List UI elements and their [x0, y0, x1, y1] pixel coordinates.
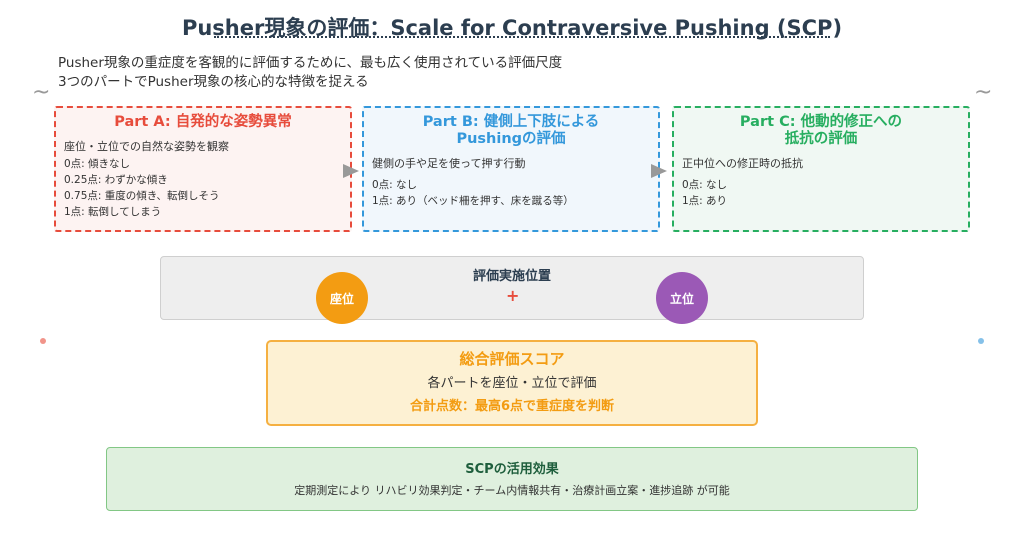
tilde-decoration-left: ~ [32, 80, 51, 105]
standing-position-badge: 立位 [656, 272, 708, 324]
title-underline [214, 36, 830, 38]
part-c-title-line-1: Part C: 他動的修正への [739, 114, 903, 130]
decorative-dot-right [978, 338, 984, 344]
tilde-decoration-right: ~ [974, 80, 993, 105]
part-b-title-line-1: Part B: 健側上下肢による [422, 114, 600, 130]
part-c-item: 0点: なし [682, 179, 728, 191]
part-a-box: Part A: 自発的な姿勢異常 座位・立位での自然な姿勢を観察 0点: 傾きな… [54, 106, 352, 232]
part-c-box: Part C: 他動的修正への 抵抗の評価 正中位への修正時の抵抗 0点: なし… [672, 106, 970, 232]
subtitle-line-1: Pusher現象の重症度を客観的に評価するために、最も広く使用されている評価尺度 [58, 55, 563, 71]
part-a-description: 座位・立位での自然な姿勢を観察 [64, 140, 229, 153]
part-c-title-line-2: 抵抗の評価 [784, 131, 858, 147]
part-b-item: 1点: あり（ベッド柵を押す、床を蹴る等） [372, 195, 574, 207]
arrow-a-to-b-icon [343, 164, 359, 178]
subtitle-line-2: 3つのパートでPusher現象の核心的な特徴を捉える [58, 74, 369, 90]
part-a-item: 1点: 転倒してしまう [64, 206, 162, 218]
sitting-position-badge: 座位 [316, 272, 368, 324]
part-b-title-line-2: Pushingの評価 [456, 131, 566, 147]
part-a-item: 0.75点: 重度の傾き、転倒しそう [64, 190, 220, 202]
plus-icon: + [506, 286, 520, 305]
part-b-description: 健側の手や足を使って押す行動 [372, 157, 526, 170]
total-score-text: 各パートを座位・立位で評価 [427, 376, 597, 391]
part-c-description: 正中位への修正時の抵抗 [682, 157, 803, 170]
total-score-box: 総合評価スコア 各パートを座位・立位で評価 合計点数：最高6点で重症度を判断 [266, 340, 758, 426]
evaluation-position-title: 評価実施位置 [472, 269, 551, 284]
scp-effect-text: 定期測定により リハビリ効果判定・チーム内情報共有・治療計画立案・進捗追跡 が可… [294, 484, 730, 497]
total-score-highlight: 合計点数：最高6点で重症度を判断 [409, 399, 615, 414]
total-score-title: 総合評価スコア [459, 350, 565, 368]
part-b-box: Part B: 健側上下肢による Pushingの評価 健側の手や足を使って押す… [362, 106, 660, 232]
scp-effect-box: SCPの活用効果 定期測定により リハビリ効果判定・チーム内情報共有・治療計画立… [106, 447, 918, 511]
part-a-item: 0.25点: わずかな傾き [64, 174, 168, 186]
part-b-item: 0点: なし [372, 179, 418, 191]
decorative-dot-left [40, 338, 46, 344]
part-c-item: 1点: あり [682, 195, 728, 207]
scp-effect-title: SCPの活用効果 [465, 462, 559, 477]
part-a-title: Part A: 自発的な姿勢異常 [114, 114, 292, 130]
arrow-b-to-c-icon [651, 164, 667, 178]
part-a-item: 0点: 傾きなし [64, 158, 131, 170]
evaluation-position-box: 評価実施位置 + [160, 256, 864, 320]
